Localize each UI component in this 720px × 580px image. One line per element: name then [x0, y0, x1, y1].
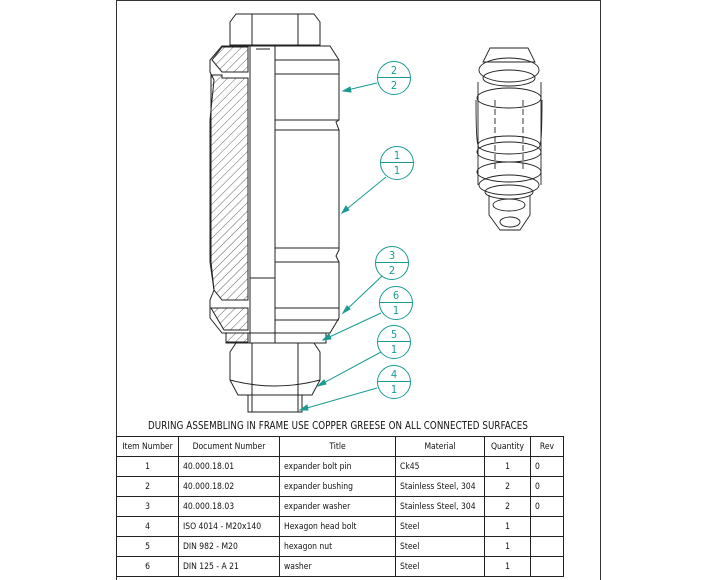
- assembly-note: DURING ASSEMBLING IN FRAME USE COPPER GR…: [148, 420, 529, 432]
- cell-title: expander bolt pin: [279, 456, 396, 477]
- balloon-item-number: 2: [378, 62, 410, 78]
- balloon-quantity: 1: [390, 383, 398, 396]
- cell-item-number: 4: [116, 516, 179, 537]
- balloon-item-number: 4: [378, 366, 410, 382]
- balloon-quantity: 2: [390, 79, 398, 92]
- cell-document-number: 40.000.18.03: [178, 496, 280, 517]
- cell-item-number: 5: [116, 536, 179, 557]
- cell-material: Stainless Steel, 304: [395, 476, 485, 497]
- cell-title: hexagon nut: [279, 536, 396, 557]
- cell-rev: 0: [530, 456, 564, 477]
- balloon-quantity: 1: [390, 343, 398, 356]
- cell-document-number: 40.000.18.02: [178, 476, 280, 497]
- cell-title: expander bushing: [279, 476, 396, 497]
- cell-material: Steel: [395, 556, 485, 577]
- header-title: Title: [279, 436, 396, 457]
- cell-quantity: 1: [484, 516, 531, 537]
- balloon-quantity: 1: [393, 164, 401, 177]
- balloon-quantity: 2: [388, 264, 396, 277]
- bill-of-materials: Item Number Document Number Title Materi…: [116, 436, 564, 577]
- cell-title: washer: [279, 556, 396, 577]
- header-document-number: Document Number: [178, 436, 280, 457]
- cell-quantity: 1: [484, 556, 531, 577]
- cell-quantity: 2: [484, 496, 531, 517]
- cell-item-number: 6: [116, 556, 179, 577]
- cell-material: Steel: [395, 516, 485, 537]
- balloon-quantity: 1: [392, 304, 400, 317]
- header-rev: Rev: [530, 436, 564, 457]
- balloon-leaders: [298, 82, 387, 411]
- cell-document-number: DIN 982 - M20: [178, 536, 280, 557]
- header-quantity: Quantity: [484, 436, 531, 457]
- cell-rev: [530, 536, 564, 557]
- cell-material: Stainless Steel, 304: [395, 496, 485, 517]
- cell-item-number: 2: [116, 476, 179, 497]
- cell-quantity: 1: [484, 536, 531, 557]
- cell-rev: 0: [530, 496, 564, 517]
- cell-quantity: 2: [484, 476, 531, 497]
- cell-item-number: 3: [116, 496, 179, 517]
- isometric-view: [475, 47, 543, 231]
- cell-item-number: 1: [116, 456, 179, 477]
- cell-document-number: ISO 4014 - M20x140: [178, 516, 280, 537]
- balloon-item-number: 3: [376, 247, 408, 263]
- balloon-item-number: 5: [378, 326, 410, 342]
- balloon-item-number: 1: [381, 147, 413, 163]
- cell-title: Hexagon head bolt: [279, 516, 396, 537]
- cell-material: Steel: [395, 536, 485, 557]
- cell-document-number: 40.000.18.01: [178, 456, 280, 477]
- header-material: Material: [395, 436, 485, 457]
- cell-material: Ck45: [395, 456, 485, 477]
- cell-quantity: 1: [484, 456, 531, 477]
- balloon-item-number: 6: [380, 287, 412, 303]
- cell-title: expander washer: [279, 496, 396, 517]
- header-item-number: Item Number: [116, 436, 179, 457]
- cell-rev: [530, 556, 564, 577]
- cell-rev: 0: [530, 476, 564, 497]
- bom-header-row: Item Number Document Number Title Materi…: [116, 436, 564, 457]
- section-view: [209, 13, 340, 413]
- cell-document-number: DIN 125 - A 21: [178, 556, 280, 577]
- cell-rev: [530, 516, 564, 537]
